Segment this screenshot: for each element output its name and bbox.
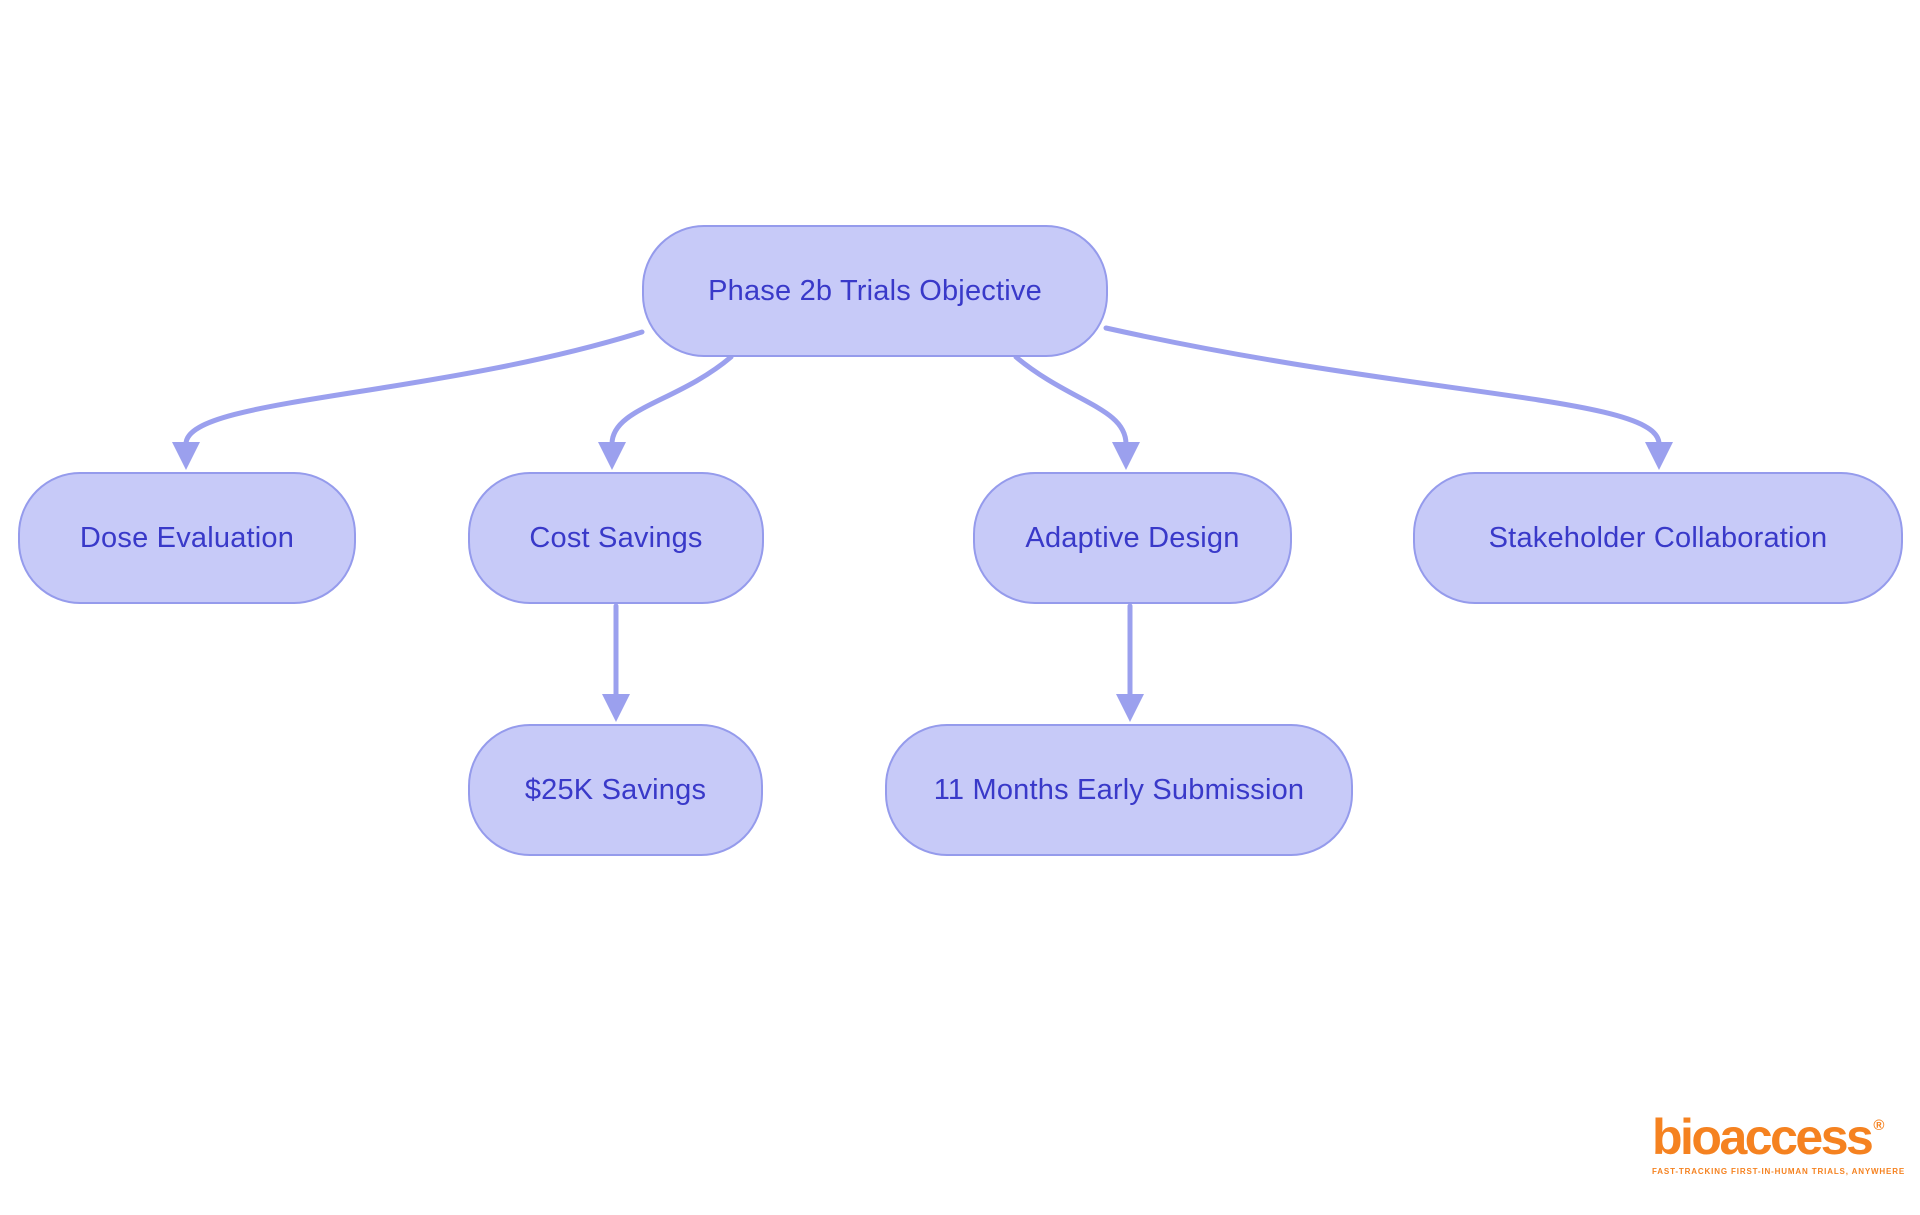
arrowhead-root-stakeholder-icon [1645, 442, 1673, 470]
node-label: Phase 2b Trials Objective [708, 274, 1042, 307]
node-stakeholder-collaboration: Stakeholder Collaboration [1413, 472, 1903, 604]
node-11-months-early-submission: 11 Months Early Submission [885, 724, 1353, 856]
logo-wordmark: bioaccess® [1652, 1112, 1905, 1162]
node-label: Stakeholder Collaboration [1488, 521, 1828, 554]
edge-root-dose [183, 329, 645, 447]
node-25k-savings: $25K Savings [468, 724, 763, 856]
node-cost-savings: Cost Savings [468, 472, 764, 604]
arrowhead-root-cost-icon [598, 442, 626, 470]
node-label: 11 Months Early Submission [933, 773, 1305, 806]
node-phase-2b-trials-objective: Phase 2b Trials Objective [642, 225, 1108, 357]
bioaccess-logo: bioaccess® FAST-TRACKING FIRST-IN-HUMAN … [1652, 1112, 1905, 1176]
arrowhead-adaptive-submission-icon [1116, 694, 1144, 722]
node-label: Cost Savings [529, 521, 703, 554]
node-dose-evaluation: Dose Evaluation [18, 472, 356, 604]
arrowhead-root-adaptive-icon [1112, 442, 1140, 470]
node-label: $25K Savings [524, 773, 707, 806]
registered-mark: ® [1873, 1117, 1885, 1134]
edge-root-cost [609, 354, 734, 447]
arrowhead-root-dose-icon [172, 442, 200, 470]
node-label: Adaptive Design [1025, 521, 1240, 554]
arrowhead-cost-savings-icon [602, 694, 630, 722]
edge-root-stakeholder [1103, 325, 1662, 447]
node-adaptive-design: Adaptive Design [973, 472, 1292, 604]
edge-root-adaptive [1013, 354, 1129, 447]
logo-tagline: FAST-TRACKING FIRST-IN-HUMAN TRIALS, ANY… [1652, 1167, 1906, 1176]
node-label: Dose Evaluation [79, 521, 295, 554]
logo-brand-text: bioaccess [1652, 1109, 1874, 1165]
